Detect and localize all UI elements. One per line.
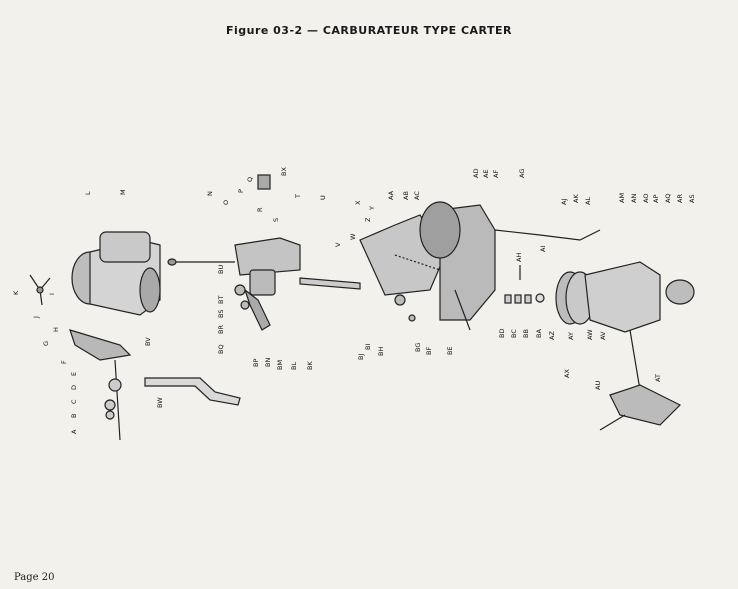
figure-title: Figure 03-2 — CARBURATEUR TYPE CARTER: [225, 24, 513, 37]
part-label-aw: AW: [586, 329, 594, 340]
part-label-v: V: [334, 242, 342, 247]
part-label-ae: AE: [482, 169, 490, 178]
part-label-x: X: [354, 200, 362, 205]
part-label-e: E: [70, 372, 78, 376]
part-label-j: J: [32, 316, 40, 319]
part-label-bp: BP: [252, 359, 260, 367]
part-label-r: R: [256, 207, 264, 212]
part-label-at: AT: [654, 374, 662, 382]
part-label-a: A: [70, 429, 78, 434]
throttle-linkage: [69, 329, 241, 441]
part-label-ak: AK: [572, 194, 580, 203]
part-label-bh: BH: [377, 347, 385, 356]
part-label-az: AZ: [548, 331, 556, 340]
part-label-bg: BG: [414, 343, 422, 352]
part-label-aq: AQ: [664, 194, 672, 203]
part-label-m: M: [119, 189, 127, 195]
part-label-ao: AO: [642, 194, 650, 203]
air-horn-assembly: [494, 229, 695, 431]
part-label-bu: BU: [217, 265, 225, 274]
part-label-k: K: [12, 290, 20, 295]
part-label-br: BR: [217, 325, 225, 334]
part-label-bs: BS: [217, 310, 225, 318]
part-label-aa: AA: [387, 190, 395, 200]
part-label-ab: AB: [402, 191, 410, 200]
part-label-bl: BL: [290, 362, 298, 370]
part-label-bt: BT: [217, 296, 225, 304]
part-label-bw: BW: [156, 397, 164, 408]
part-label-ah: AH: [515, 253, 523, 262]
float-bowl: [299, 201, 496, 331]
part-label-n: N: [206, 191, 214, 196]
part-label-an: AN: [630, 194, 638, 203]
part-label-ba: BA: [535, 329, 543, 338]
part-label-ay: AY: [567, 332, 575, 340]
page-number: Page 20: [14, 572, 55, 583]
part-label-bb: BB: [522, 329, 530, 338]
part-label-u: U: [319, 195, 327, 200]
part-label-au: AU: [594, 381, 602, 390]
part-label-i: I: [48, 293, 56, 295]
part-label-c: C: [70, 399, 78, 404]
part-label-s: S: [272, 218, 280, 222]
part-label-bv: BV: [144, 337, 152, 346]
carburetor-main-body: [71, 231, 161, 316]
part-label-h: H: [52, 327, 60, 332]
part-label-bf: BF: [425, 347, 433, 355]
part-label-w: W: [349, 233, 357, 240]
part-label-ax: AX: [563, 369, 571, 378]
part-label-l: L: [84, 191, 92, 195]
part-label-b: B: [70, 414, 78, 418]
part-label-be: BE: [446, 346, 454, 355]
part-label-al: AL: [584, 197, 592, 205]
carburetor-cover: [167, 174, 301, 331]
part-label-bc: BC: [510, 329, 518, 338]
part-label-o: O: [222, 200, 230, 205]
part-label-q: Q: [246, 177, 254, 182]
part-label-g: G: [42, 341, 50, 346]
part-label-ai: AI: [539, 246, 547, 252]
part-label-aj: AJ: [560, 199, 568, 205]
k-lever: [29, 274, 51, 306]
part-label-ap: AP: [652, 195, 660, 203]
part-label-bj: BJ: [357, 354, 365, 360]
part-label-bx: BX: [280, 167, 288, 176]
part-label-z: Z: [364, 217, 372, 222]
part-label-bn: BN: [264, 358, 272, 367]
part-label-ag: AG: [518, 169, 526, 178]
part-label-bi: BI: [364, 344, 372, 350]
part-label-bk: BK: [306, 361, 314, 370]
part-label-ac: AC: [413, 191, 421, 200]
part-label-ad: AD: [472, 169, 480, 178]
part-label-bm: BM: [276, 360, 284, 370]
part-label-f: F: [60, 360, 68, 364]
part-label-bq: BQ: [217, 344, 225, 354]
part-label-t: T: [294, 194, 302, 199]
part-label-d: D: [70, 385, 78, 390]
part-label-av: AV: [599, 331, 607, 340]
part-label-as: AS: [688, 194, 696, 203]
part-label-af: AF: [492, 170, 500, 178]
part-label-ar: AR: [676, 194, 684, 203]
part-label-p: P: [237, 189, 245, 193]
part-label-bd: BD: [498, 329, 506, 338]
part-label-am: AM: [618, 193, 626, 203]
part-label-y: Y: [368, 206, 376, 211]
